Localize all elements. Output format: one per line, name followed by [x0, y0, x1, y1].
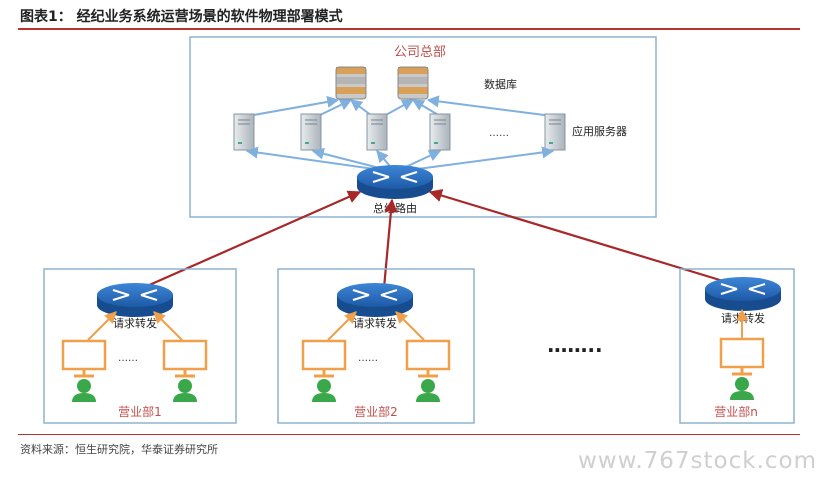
branch-router-label: 请求转发: [353, 316, 397, 330]
branch-box: [679, 268, 795, 424]
server-ellipsis: ……: [489, 128, 509, 139]
user-icon: [312, 379, 336, 402]
figure-title: 图表1： 经纪业务系统运营场景的软件物理部署模式: [20, 9, 343, 25]
terminal-icon: [162, 339, 208, 378]
top-rule: [18, 28, 800, 30]
user-icon: [730, 377, 754, 400]
branch-name: 营业部1: [118, 404, 162, 419]
db-server-links: [247, 95, 553, 117]
branch-router-icon: [96, 282, 174, 318]
server-icon: [429, 113, 451, 151]
terminal-icon: [61, 339, 107, 378]
source-note: 资料来源：恒生研究院，华泰证券研究所: [20, 443, 218, 456]
branch-name: 营业部n: [714, 404, 758, 419]
branch-name: 营业部2: [354, 404, 398, 419]
main-router-icon: [356, 164, 434, 200]
hq-title: 公司总部: [394, 45, 446, 60]
database-label: 数据库: [484, 77, 517, 91]
branch-router-label: 请求转发: [113, 316, 157, 330]
bottom-rule: [18, 434, 800, 435]
server-icon: [300, 113, 322, 151]
terminal-icon: [719, 337, 765, 376]
server-icon: [233, 113, 255, 151]
user-icon: [173, 379, 197, 402]
database-icon: [335, 66, 367, 100]
terminal-ellipsis: ……: [358, 353, 378, 364]
branch-request-links: [87, 311, 183, 341]
branch-request-links: [327, 311, 425, 341]
user-icon: [416, 379, 440, 402]
server-icon: [366, 113, 388, 151]
terminal-ellipsis: ……: [118, 353, 138, 364]
branch-box: [277, 268, 475, 424]
terminal-icon: [405, 339, 451, 378]
terminal-icon: [301, 339, 347, 378]
branch-router-icon: [336, 282, 414, 318]
user-icon: [72, 379, 96, 402]
server-icon: [544, 113, 566, 151]
app-server-label: 应用服务器: [572, 124, 627, 138]
branch-box: [43, 268, 237, 424]
more-branches-ellipsis: ……..: [547, 333, 602, 357]
main-router-label: 总线路由: [373, 201, 417, 215]
database-icon: [397, 66, 429, 100]
branch-router-icon: [704, 276, 782, 312]
watermark: www.767stock.com: [578, 448, 818, 474]
